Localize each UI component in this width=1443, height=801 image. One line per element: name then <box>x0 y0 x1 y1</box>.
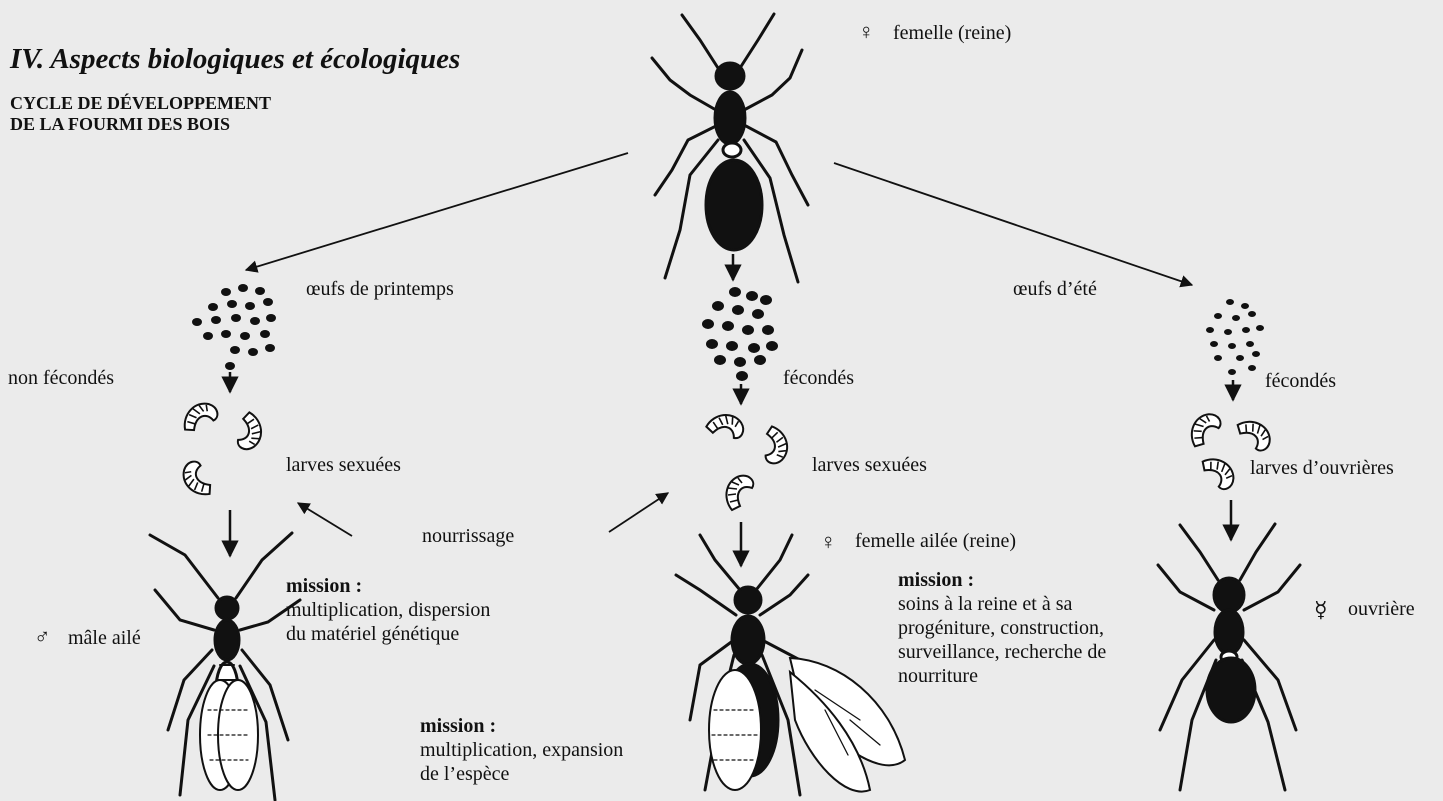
worker-ant-illustration <box>1158 524 1300 790</box>
worker-mission-line-4: nourriture <box>898 664 1106 688</box>
winged-female-mission-line-2: de l’espèce <box>420 762 623 786</box>
winged-female-symbol-icon: ♀ <box>820 530 837 554</box>
left-larvae-label: larves sexuées <box>286 453 401 477</box>
worker-symbol-icon: ☿ <box>1314 598 1328 622</box>
center-fertilized-label: fécondés <box>783 366 854 390</box>
worker-label: ouvrière <box>1348 597 1415 621</box>
male-ant-illustration <box>150 533 300 800</box>
summer-eggs-cluster <box>1206 299 1264 375</box>
left-larvae <box>177 397 266 499</box>
worker-mission-title: mission : <box>898 568 1106 592</box>
arrow-to-summer-eggs <box>834 163 1192 285</box>
male-symbol-icon: ♂ <box>34 625 51 649</box>
center-eggs-cluster <box>702 287 778 381</box>
winged-female-label: femelle ailée (reine) <box>855 529 1016 553</box>
male-mission: mission : multiplication, dispersion du … <box>286 574 490 646</box>
arrow-to-spring-eggs <box>246 153 628 270</box>
center-larvae-label: larves sexuées <box>812 453 927 477</box>
worker-mission-line-2: progéniture, construction, <box>898 616 1106 640</box>
worker-mission-line-3: surveillance, recherche de <box>898 640 1106 664</box>
queen-label: femelle (reine) <box>893 21 1011 45</box>
diagram-title-line-2: DE LA FOURMI DES BOIS <box>10 114 230 134</box>
diagram-title-line-1: CYCLE DE DÉVELOPPEMENT <box>10 93 271 113</box>
queen-ant-illustration <box>652 14 808 282</box>
center-larvae <box>704 410 793 510</box>
male-mission-line-1: multiplication, dispersion <box>286 598 490 622</box>
worker-mission: mission : soins à la reine et à sa progé… <box>898 568 1106 688</box>
feeding-arrow-left <box>298 503 352 536</box>
feeding-label: nourrissage <box>422 524 514 548</box>
male-mission-line-2: du matériel génétique <box>286 622 490 646</box>
worker-mission-line-1: soins à la reine et à sa <box>898 592 1106 616</box>
male-mission-title: mission : <box>286 574 490 598</box>
unfertilized-label: non fécondés <box>8 366 114 390</box>
female-symbol-icon: ♀ <box>858 20 875 44</box>
winged-female-mission-title: mission : <box>420 714 623 738</box>
male-label: mâle ailé <box>68 626 141 650</box>
winged-female-ant-illustration <box>676 535 905 795</box>
page-title: IV. Aspects biologiques et écologiques <box>10 42 460 76</box>
right-fertilized-label: fécondés <box>1265 369 1336 393</box>
spring-eggs-cluster <box>192 284 276 370</box>
summer-eggs-label: œufs d’été <box>1013 277 1097 301</box>
feeding-arrow-right <box>609 493 668 532</box>
spring-eggs-label: œufs de printemps <box>306 277 454 301</box>
winged-female-mission: mission : multiplication, expansion de l… <box>420 714 623 786</box>
winged-female-mission-line-1: multiplication, expansion <box>420 738 623 762</box>
worker-larvae-label: larves d’ouvrières <box>1250 456 1394 480</box>
